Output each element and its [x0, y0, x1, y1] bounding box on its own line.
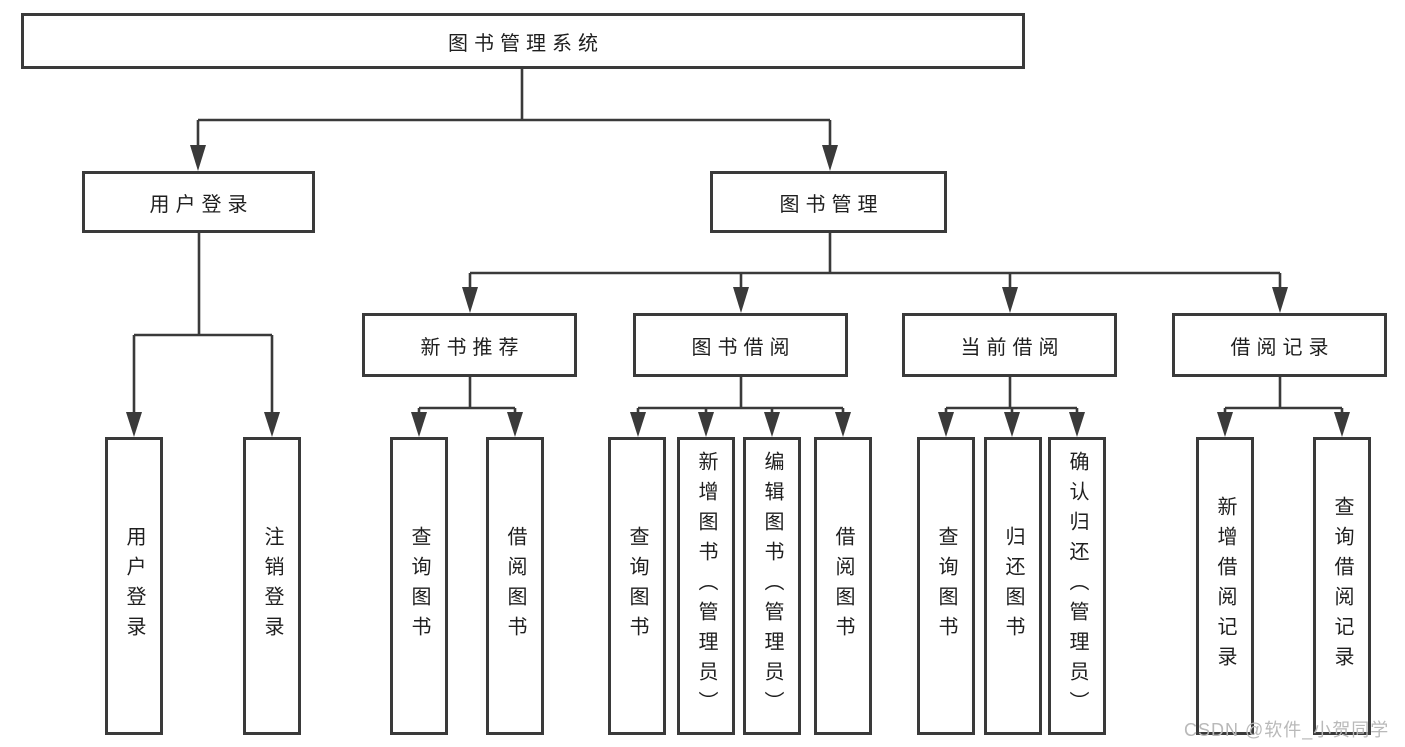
- leaf-edit-book-admin: 编辑图书（管理员）: [743, 437, 801, 735]
- leaf-return-book-label: 归还图书: [1002, 526, 1024, 646]
- leaf-add-book-admin: 新增图书（管理员）: [677, 437, 735, 735]
- leaf-query-borrow-record-label: 查询借阅记录: [1331, 496, 1353, 676]
- leaf-return-book: 归还图书: [984, 437, 1042, 735]
- node-borrow-record: 借阅记录: [1172, 313, 1387, 377]
- leaf-newbook-borrow-book-label: 借阅图书: [504, 526, 526, 646]
- leaf-borrow-query-book-label: 查询图书: [626, 526, 648, 646]
- leaf-newbook-query-book-label: 查询图书: [408, 526, 430, 646]
- leaf-confirm-return-admin-label: 确认归还（管理员）: [1066, 451, 1088, 721]
- node-user-login-label: 用户登录: [149, 193, 254, 216]
- leaf-confirm-return-admin: 确认归还（管理员）: [1048, 437, 1106, 735]
- node-new-book-recommend-label: 新书推荐: [420, 336, 525, 359]
- leaf-edit-book-admin-label: 编辑图书（管理员）: [761, 451, 783, 721]
- leaf-current-query-book: 查询图书: [917, 437, 975, 735]
- node-current-borrow: 当前借阅: [902, 313, 1117, 377]
- leaf-user-login-label: 用户登录: [123, 526, 145, 646]
- node-book-management: 图书管理: [710, 171, 947, 233]
- node-book-management-label: 图书管理: [779, 193, 884, 216]
- leaf-add-book-admin-label: 新增图书（管理员）: [695, 451, 717, 721]
- leaf-borrow-book: 借阅图书: [814, 437, 872, 735]
- leaf-borrow-book-label: 借阅图书: [832, 526, 854, 646]
- leaf-add-borrow-record: 新增借阅记录: [1196, 437, 1254, 735]
- node-book-borrow: 图书借阅: [633, 313, 848, 377]
- leaf-user-login: 用户登录: [105, 437, 163, 735]
- leaf-add-borrow-record-label: 新增借阅记录: [1214, 496, 1236, 676]
- leaf-logout: 注销登录: [243, 437, 301, 735]
- node-root-label: 图书管理系统: [448, 32, 604, 55]
- csdn-watermark: CSDN @软件_小贺同学: [1184, 720, 1390, 740]
- node-book-borrow-label: 图书借阅: [691, 336, 796, 359]
- leaf-logout-label: 注销登录: [261, 526, 283, 646]
- leaf-newbook-query-book: 查询图书: [390, 437, 448, 735]
- leaf-newbook-borrow-book: 借阅图书: [486, 437, 544, 735]
- leaf-current-query-book-label: 查询图书: [935, 526, 957, 646]
- node-current-borrow-label: 当前借阅: [960, 336, 1065, 359]
- node-new-book-recommend: 新书推荐: [362, 313, 577, 377]
- leaf-borrow-query-book: 查询图书: [608, 437, 666, 735]
- node-borrow-record-label: 借阅记录: [1230, 336, 1335, 359]
- leaf-query-borrow-record: 查询借阅记录: [1313, 437, 1371, 735]
- node-root: 图书管理系统: [21, 13, 1025, 69]
- node-user-login: 用户登录: [82, 171, 315, 233]
